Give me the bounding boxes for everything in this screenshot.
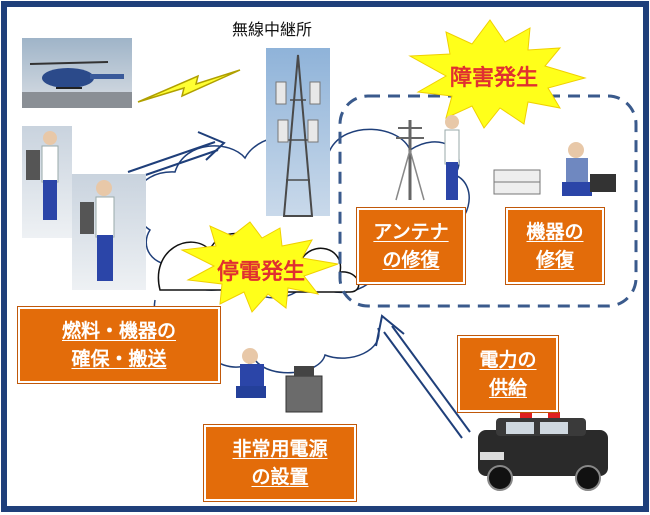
equipment-worker-image — [493, 142, 616, 196]
task-antenna-repair-line2: の修復 — [382, 249, 440, 271]
workers-carrying-image — [22, 126, 146, 290]
radio-link-lightning-icon — [137, 69, 241, 103]
task-equipment-repair-line2: 修復 — [535, 249, 574, 271]
task-power-supply-line1: 電力の — [479, 349, 537, 371]
task-power-supply-line2: 供給 — [488, 377, 527, 399]
relay-tower-image — [266, 48, 330, 217]
outage-burst-icon — [180, 221, 339, 313]
power-supply-arrow — [375, 314, 471, 439]
task-antenna-repair: アンテナ の修復 — [357, 208, 465, 284]
outage-burst-label: 停電発生 — [216, 260, 305, 285]
task-antenna-repair-line1: アンテナ — [373, 221, 449, 243]
task-emergency-power-line1: 非常用電源 — [232, 438, 328, 460]
task-equipment-repair: 機器の 修復 — [506, 208, 604, 284]
task-emergency-power-line2: の設置 — [251, 466, 309, 488]
task-power-supply: 電力の 供給 — [458, 336, 558, 412]
fault-burst-icon — [408, 19, 587, 129]
generator-worker-image — [236, 348, 323, 413]
task-fuel-transport-line1: 燃料・機器の — [61, 320, 176, 342]
task-emergency-power: 非常用電源 の設置 — [204, 425, 356, 501]
fault-burst-label: 障害発生 — [449, 66, 538, 91]
antenna-worker-image — [395, 115, 460, 201]
relay-station-label: 無線中継所 — [232, 20, 313, 39]
task-equipment-repair-line1: 機器の — [526, 221, 584, 243]
task-fuel-transport: 燃料・機器の 確保・搬送 — [18, 307, 220, 383]
helicopter-image — [22, 38, 132, 108]
vehicle-image — [478, 412, 608, 491]
task-fuel-transport-line2: 確保・搬送 — [71, 348, 167, 370]
